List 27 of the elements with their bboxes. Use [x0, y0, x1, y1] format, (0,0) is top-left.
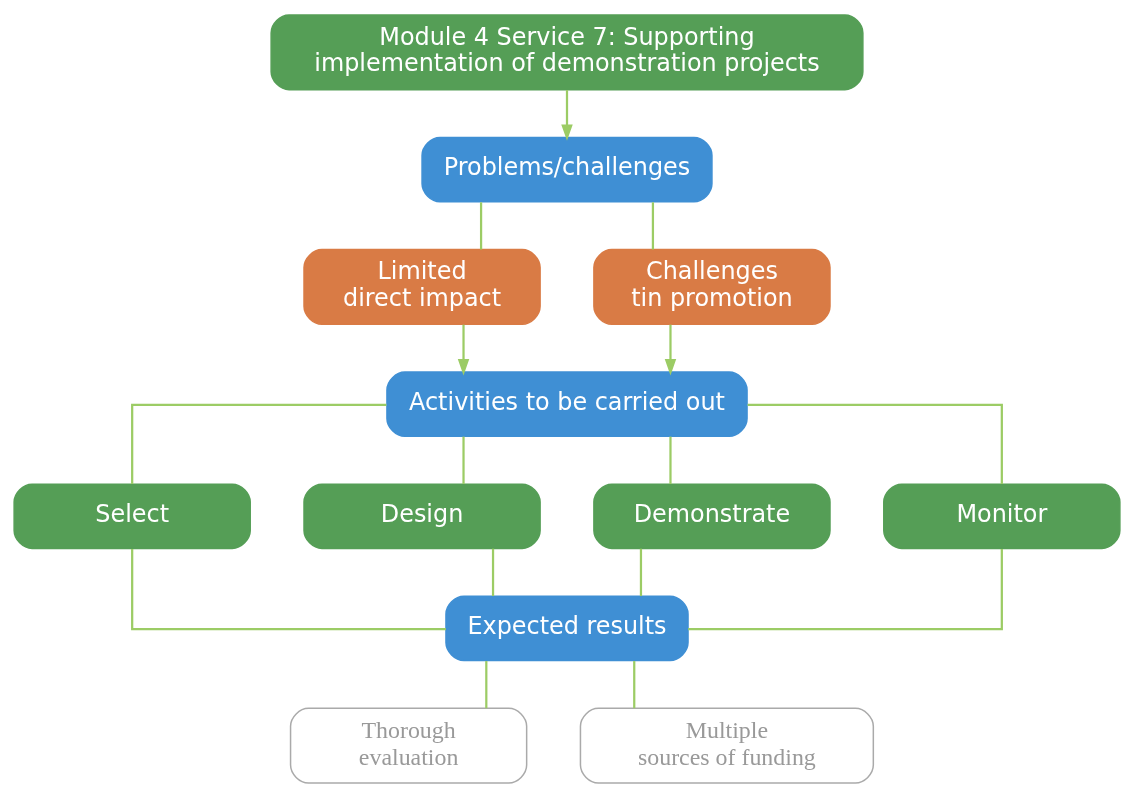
node-box: Select — [13, 483, 251, 550]
node-box: Monitor — [883, 483, 1121, 550]
node-box: Expected results — [445, 595, 689, 662]
connector — [479, 202, 483, 250]
arrow — [664, 324, 677, 376]
connector — [131, 403, 387, 485]
arrow — [457, 324, 470, 376]
connector — [633, 661, 636, 709]
connector — [485, 661, 488, 709]
connector — [491, 548, 495, 597]
node-box: Challenges tin promotion — [593, 248, 831, 326]
node-box: Multiple sources of funding — [579, 707, 875, 784]
node-box: Module 4 Service 7: Supporting implementation of demonstration projects — [270, 14, 864, 91]
node-box: Limited direct impact — [303, 248, 541, 326]
connector — [688, 548, 1003, 631]
connector — [639, 548, 643, 597]
connector — [747, 403, 1003, 485]
node-box: Problems/challenges — [421, 136, 713, 203]
connector — [462, 436, 465, 484]
connector — [131, 548, 446, 631]
node-box: Demonstrate — [593, 483, 831, 550]
node-box: Thorough evaluation — [289, 707, 528, 784]
arrow — [561, 90, 573, 141]
connector — [669, 436, 672, 484]
connector — [651, 202, 655, 250]
node-box: Design — [303, 483, 541, 550]
node-box: Activities to be carried out — [386, 371, 748, 438]
